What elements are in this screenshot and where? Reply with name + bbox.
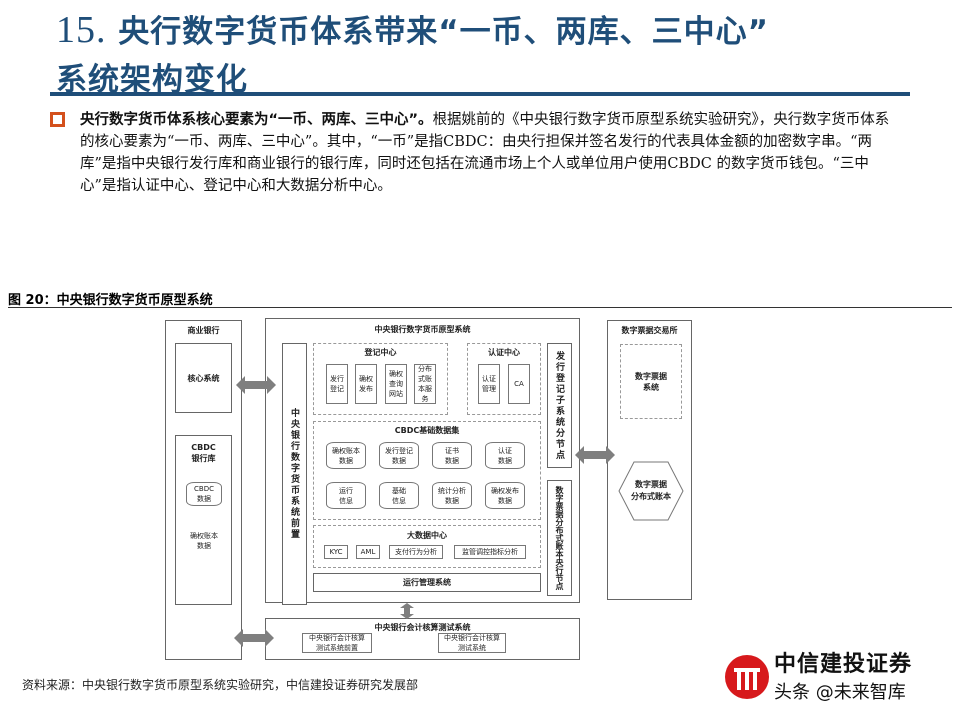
bullet-square-icon: [50, 112, 65, 127]
title-text: 央行数字货币体系带来“一币、两库、三中心”: [118, 14, 770, 50]
watermark: 头条 @未来智库: [774, 682, 906, 703]
registration-title: 登记中心: [364, 348, 397, 357]
bank-vault-title: CBDC 银行库: [191, 443, 216, 463]
core-system: 核心系统: [175, 343, 232, 413]
registration-item: 确权 查询 网站: [385, 364, 407, 404]
section-number: 15.: [56, 9, 107, 51]
body-text: 根据姚前的《中央银行数字货币原型系统实验研究》，央行数字货币体系的核心要素为“一…: [80, 112, 890, 194]
accounting-title: 中央银行会计核算测试系统: [374, 623, 471, 632]
dataset-item: 发行登记 数据: [379, 442, 419, 469]
title-rule: [50, 92, 910, 96]
dataset-item: 统计分析 数据: [432, 482, 472, 509]
accounting-test-system: 中央银行会计核算测试系统 中央银行会计核算 测试系统前置 中央银行会计核算 测试…: [265, 618, 580, 660]
double-arrow-icon: [234, 629, 274, 647]
certification-center: 认证中心 认证 管理 CA: [467, 343, 541, 415]
certification-title: 认证中心: [488, 348, 520, 357]
central-title: 中央银行数字货币原型系统: [374, 325, 471, 334]
dataset-item: 确权发布 数据: [485, 482, 525, 509]
dataset-item: 运行 信息: [326, 482, 366, 509]
registration-item: 发行 登记: [326, 364, 348, 404]
dataset-item: 确权账本 数据: [326, 442, 366, 469]
certification-item: CA: [508, 364, 530, 404]
registration-center: 登记中心 发行 登记 确权 发布 确权 查询 网站 分布 式账 本服 务: [313, 343, 448, 415]
registration-item: 分布 式账 本服 务: [414, 364, 436, 404]
commercial-bank-box: 商业银行 核心系统 CBDC 银行库 CBDC 数据 确权账本 数据: [165, 320, 242, 660]
rights-ledger-data: 确权账本 数据: [190, 532, 218, 550]
commercial-bank-title: 商业银行: [187, 326, 220, 335]
caption-rule: [8, 307, 952, 308]
bold-lead: 央行数字货币体系核心要素为“一币、两库、三中心”。: [80, 112, 433, 128]
exchange-title: 数字票据交易所: [621, 326, 678, 335]
source-note: 资料来源：中央银行数字货币原型系统实验研究，中信建投证券研究发展部: [22, 678, 419, 692]
citic-logo-icon: [725, 655, 769, 699]
logo-text: 中信建投证券: [774, 652, 913, 677]
cbdc-data-cylinder: CBDC 数据: [186, 482, 222, 506]
bank-vault-box: CBDC 银行库 CBDC 数据 确权账本 数据: [175, 435, 232, 605]
accounting-item: 中央银行会计核算 测试系统前置: [302, 633, 372, 653]
digital-bill-ledger-node: 数字票据分布式账本央行节点: [547, 480, 572, 596]
issue-registration-node: 发行登记子系统分节点: [547, 343, 572, 468]
ops-management-system: 运行管理系统: [313, 573, 541, 592]
digital-bill-exchange-box: 数字票据交易所 数字票据 系统 数字票据 分布式账本: [607, 320, 692, 600]
page-title-line1: 15. 央行数字货币体系带来“一币、两库、三中心”: [56, 6, 769, 52]
body-paragraph: 央行数字货币体系核心要素为“一币、两库、三中心”。根据姚前的《中央银行数字货币原…: [80, 109, 895, 197]
vertical-double-arrow-icon: [400, 603, 414, 619]
double-arrow-icon: [575, 446, 615, 464]
central-front-column: 中央银行数字货币系统前置: [282, 343, 307, 605]
dataset-item: 认证 数据: [485, 442, 525, 469]
hexagon-shape: [618, 461, 684, 521]
accounting-item: 中央银行会计核算 测试系统: [438, 633, 506, 653]
certification-item: 认证 管理: [478, 364, 500, 404]
bigdata-item: KYC: [324, 545, 348, 559]
dataset-item: 证书 数据: [432, 442, 472, 469]
bigdata-item: 监管调控指标分析: [454, 545, 526, 559]
logo: 中信建投证券 头条 @未来智库: [724, 652, 944, 716]
double-arrow-icon: [236, 376, 276, 394]
dataset-item: 基础 信息: [379, 482, 419, 509]
digital-bill-system: 数字票据 系统: [620, 344, 682, 419]
dataset-title: CBDC基础数据集: [394, 426, 460, 435]
bigdata-item: 支付行为分析: [389, 545, 443, 559]
bigdata-item: AML: [356, 545, 380, 559]
bigdata-title: 大数据中心: [407, 531, 447, 540]
big-data-center: 大数据中心 KYC AML 支付行为分析 监管调控指标分析: [313, 525, 541, 568]
digital-bill-ledger: 数字票据 分布式账本: [631, 480, 671, 501]
cbdc-dataset: CBDC基础数据集 确权账本 数据 发行登记 数据 证书 数据 认证 数据 运行…: [313, 421, 541, 520]
registration-item: 确权 发布: [355, 364, 377, 404]
figure-caption: 图 20：中央银行数字货币原型系统: [8, 293, 213, 308]
